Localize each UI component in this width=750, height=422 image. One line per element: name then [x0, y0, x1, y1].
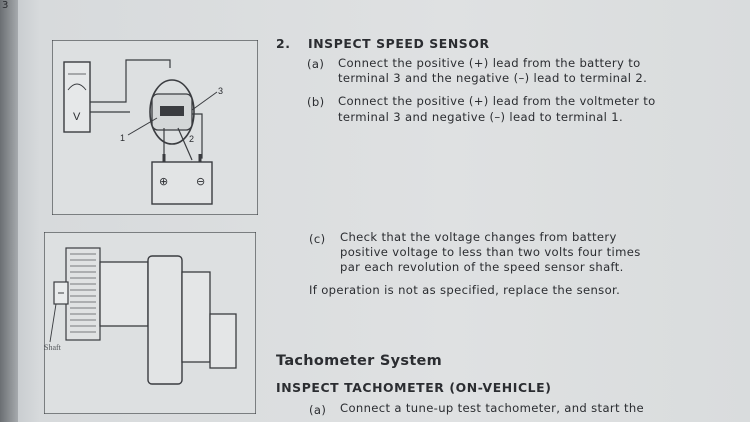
replacement-note: If operation is not as specified, replac… [309, 283, 621, 297]
shaft-label: Shaft [44, 343, 62, 352]
page-edge-number: 3 [2, 0, 9, 11]
battery-negative-symbol: ⊖ [196, 175, 205, 188]
page-binding [0, 0, 18, 422]
subsection-title: INSPECT TACHOMETER (ON-VEHICLE) [276, 380, 552, 395]
section-title: Tachometer System [276, 353, 443, 369]
instruction-c-line-2: positive voltage to less than two volts … [340, 245, 641, 259]
speed-sensor-wiring-diagram: V 1 2 3 ⊕ ⊖ [52, 40, 258, 215]
instruction-b-line-2: terminal 3 and negative (–) lead to term… [338, 110, 624, 124]
instruction-a-line-1: Connect the positive (+) lead from the b… [338, 56, 641, 70]
battery-positive-symbol: ⊕ [159, 175, 168, 188]
terminal-label-3: 3 [218, 86, 223, 96]
instruction-a-label: (a) [307, 57, 325, 71]
instruction-c-line-1: Check that the voltage changes from batt… [340, 230, 617, 244]
subsection-step-label: (a) [309, 403, 327, 417]
terminal-label-2: 2 [189, 134, 194, 144]
step-title: INSPECT SPEED SENSOR [308, 36, 490, 51]
speed-sensor-shaft-diagram: Shaft [44, 232, 256, 414]
instruction-c-label: (c) [309, 232, 326, 246]
step-number: 2. [276, 36, 291, 51]
instruction-b-line-1: Connect the positive (+) lead from the v… [338, 94, 656, 108]
instruction-a-line-2: terminal 3 and the negative (–) lead to … [338, 71, 648, 85]
subsection-step-text: Connect a tune-up test tachometer, and s… [340, 401, 645, 415]
terminal-label-1: 1 [120, 133, 125, 143]
instruction-c-line-3: par each revolution of the speed sensor … [340, 260, 624, 274]
voltmeter-label: V [73, 111, 81, 123]
instruction-b-label: (b) [307, 95, 325, 109]
